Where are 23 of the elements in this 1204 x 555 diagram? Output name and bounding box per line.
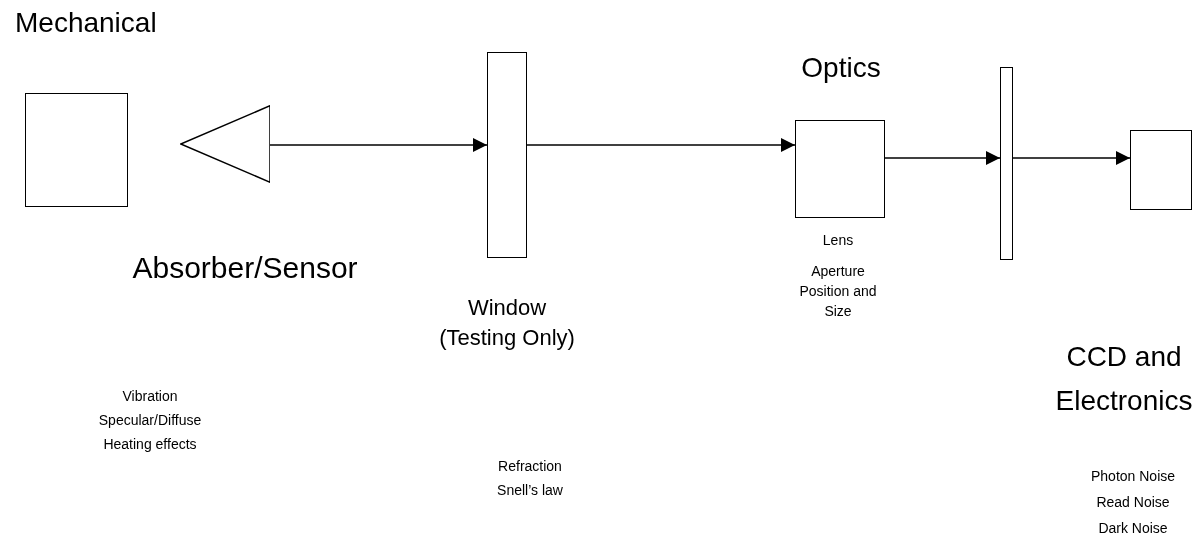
heading-text: Mechanical — [15, 7, 157, 39]
box-shape — [25, 93, 128, 207]
box-shape — [1130, 130, 1192, 210]
note-text: Lens — [821, 231, 855, 249]
caption-text: CCD and Electronics — [1054, 340, 1194, 418]
note-text: Photon Noise — [1089, 467, 1177, 485]
bar-shape — [487, 52, 527, 258]
caption-text: Absorber/Sensor — [131, 250, 359, 286]
arrow — [1012, 151, 1131, 165]
note-text: Aperture Position and Size — [798, 262, 878, 321]
heading-text: Optics — [800, 51, 882, 85]
note-text: Snell’s law — [496, 481, 564, 499]
note-text: Dark Noise — [1097, 519, 1169, 537]
note-text: Specular/Diffuse — [97, 411, 203, 429]
note-text: Heating effects — [102, 435, 198, 453]
caption-text: Window (Testing Only) — [438, 294, 576, 352]
arrow — [526, 138, 796, 152]
bar-shape — [1000, 67, 1013, 260]
arrow — [884, 151, 1001, 165]
note-text: Read Noise — [1095, 493, 1171, 511]
note-text: Refraction — [497, 457, 563, 475]
arrow — [269, 138, 488, 152]
note-text: Vibration — [121, 387, 179, 405]
